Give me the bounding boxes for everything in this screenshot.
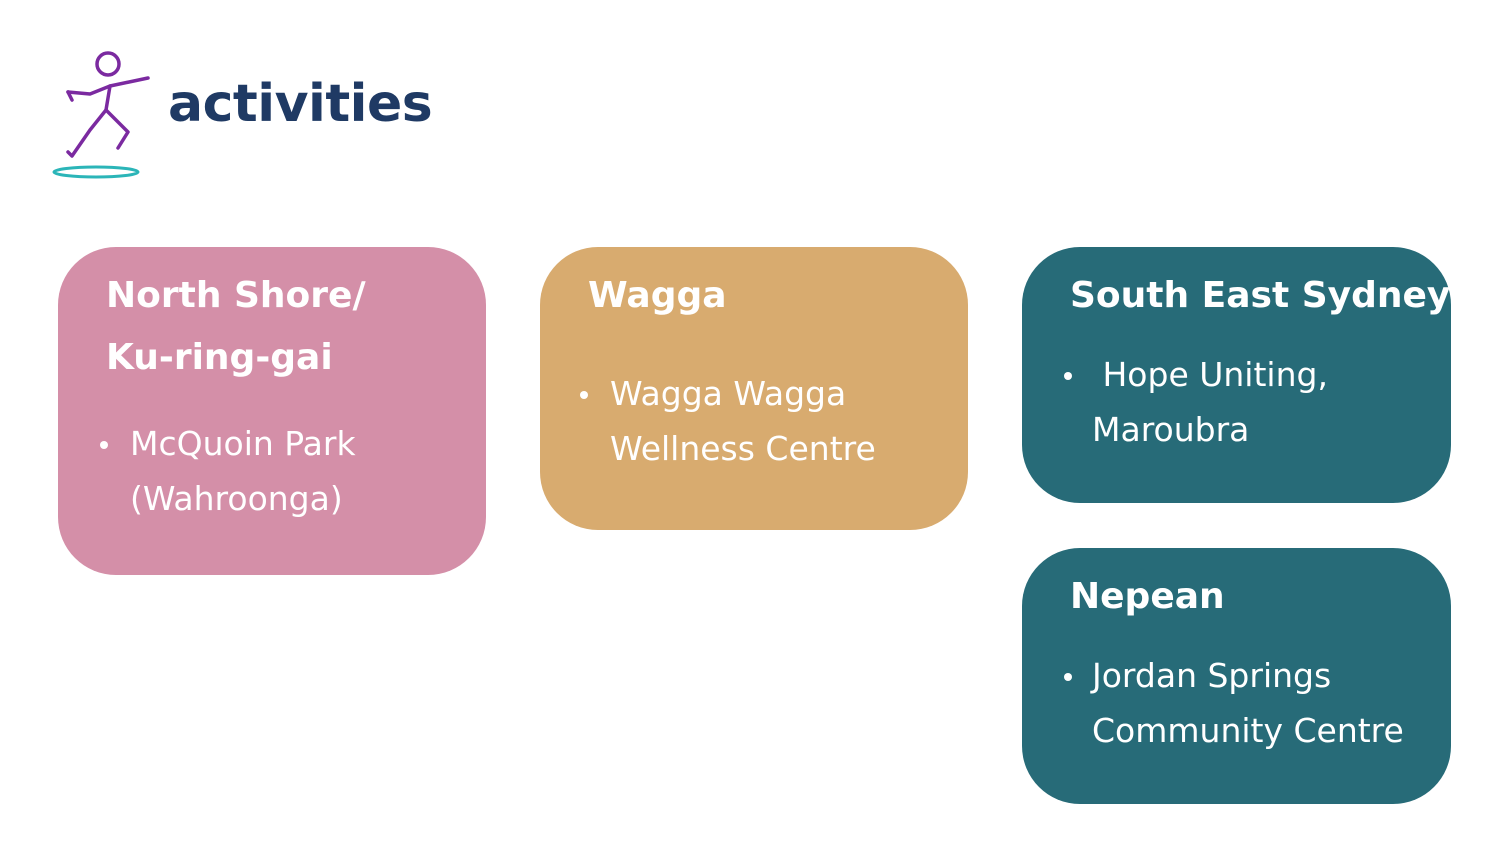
venue-item: Wagga Wagga Wellness Centre (580, 366, 876, 476)
venue-item: Hope Uniting, Maroubra (1064, 347, 1328, 457)
venue-list: Jordan Springs Community Centre (1064, 648, 1404, 758)
bullet-icon (100, 441, 108, 449)
venue-line2: (Wahroonga) (130, 479, 343, 518)
venue-line1: Jordan Springs (1092, 656, 1332, 695)
venue-item: McQuoin Park (Wahroonga) (100, 416, 356, 526)
venue-line1: McQuoin Park (130, 424, 356, 463)
venue-line2: Community Centre (1092, 711, 1404, 750)
logo-wordmark: activities (168, 74, 433, 134)
card-title: South East Sydney (1070, 275, 1451, 316)
card-title-line1: North Shore/ (106, 275, 366, 316)
venue-item: Jordan Springs Community Centre (1064, 648, 1404, 758)
region-card-nepean: Nepean Jordan Springs Community Centre (1022, 548, 1451, 804)
activities-logo: activities (50, 48, 433, 183)
bullet-icon (1064, 372, 1072, 380)
venue-line1: Wagga Wagga (610, 374, 847, 413)
venue-line2: Maroubra (1092, 410, 1250, 449)
region-card-north-shore: North Shore/ Ku-ring-gai McQuoin Park (W… (58, 247, 486, 575)
bullet-icon (1064, 673, 1072, 681)
card-title-line2: Ku-ring-gai (106, 337, 333, 378)
running-figure-icon (52, 51, 150, 179)
region-card-south-east-sydney: South East Sydney Hope Uniting, Maroubra (1022, 247, 1451, 503)
venue-list: McQuoin Park (Wahroonga) (100, 416, 356, 526)
bullet-icon (580, 391, 588, 399)
venue-list: Wagga Wagga Wellness Centre (580, 366, 876, 476)
card-title: Nepean (1070, 576, 1225, 617)
venue-line2: Wellness Centre (610, 429, 876, 468)
region-card-wagga: Wagga Wagga Wagga Wellness Centre (540, 247, 968, 530)
venue-line1: Hope Uniting, (1092, 355, 1328, 394)
venue-list: Hope Uniting, Maroubra (1064, 347, 1328, 457)
card-title: Wagga (588, 275, 727, 316)
